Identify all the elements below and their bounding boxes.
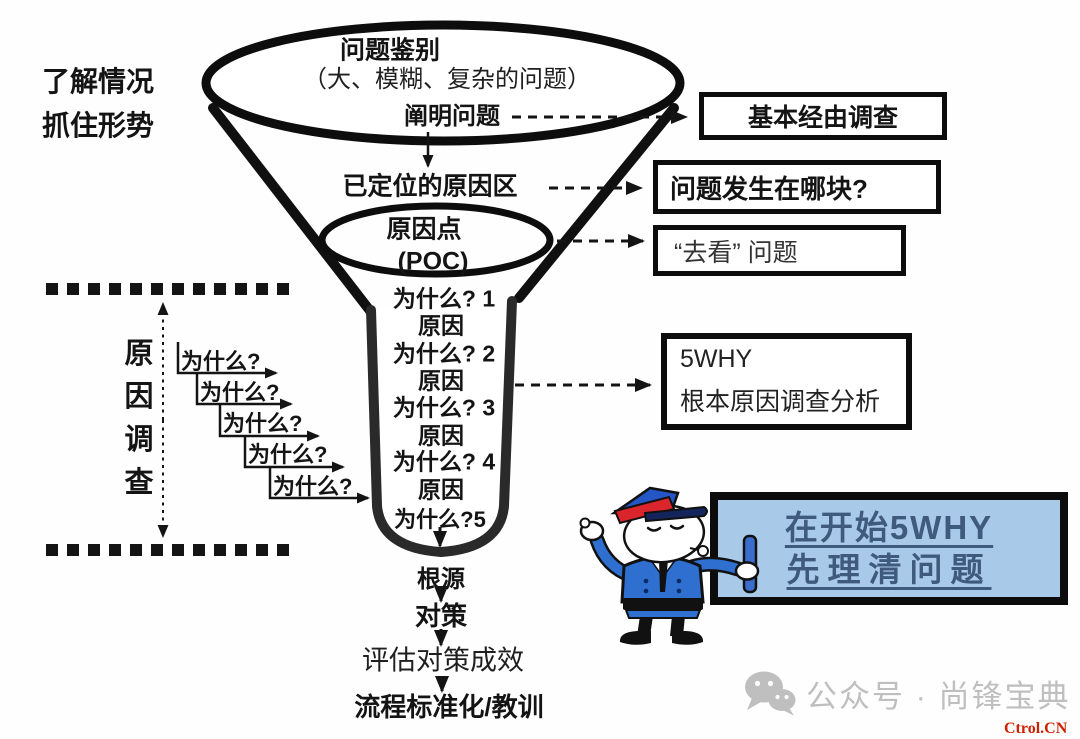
callout-label: “去看” 问题 xyxy=(674,238,798,267)
funnel-stem xyxy=(366,296,517,557)
why-chain-line: 为什么?5 xyxy=(394,507,486,532)
standardize-label: 流程标准化/教训 xyxy=(354,692,544,722)
police-sign: 在开始5WHY 先理清问题 xyxy=(710,492,1068,605)
funnel-cone-left-wall xyxy=(208,103,376,317)
wechat-icon xyxy=(745,671,796,716)
watermark-text: 公众号 · 尚锋宝典 xyxy=(806,678,1071,714)
why-ladder-label: 为什么? xyxy=(223,411,303,436)
situation-label-1: 了解情况 xyxy=(42,66,155,97)
callout-box-basic-investigation: 基本经由调查 xyxy=(699,92,947,140)
officer-right-glove xyxy=(734,561,760,581)
evaluate-label: 评估对策成效 xyxy=(362,645,524,676)
brand-link: Ctrol.CN xyxy=(1004,720,1068,737)
why-chain-line: 为什么? 4 xyxy=(392,448,496,475)
cause-investigation-char: 调 xyxy=(124,424,154,456)
clarify-problem-label: 阐明问题 xyxy=(404,103,500,130)
funnel-cone-right-wall xyxy=(514,103,679,303)
police-cap-band xyxy=(613,495,676,525)
cause-investigation-char: 因 xyxy=(124,381,154,413)
why-chain-line: 原因 xyxy=(418,476,464,503)
fivewhy-box-line2: 根本原因调查分析 xyxy=(680,388,881,416)
whistle xyxy=(697,545,709,557)
why-chain-line: 为什么? 1 xyxy=(392,285,496,312)
callout-label: 基本经由调查 xyxy=(747,104,898,132)
why-chain-line: 原因 xyxy=(418,367,464,394)
why-chain-line: 原因 xyxy=(418,312,464,339)
poc-label: 原因点 xyxy=(386,215,462,244)
fivewhy-analysis-box: 5WHY 根本原因调查分析 xyxy=(661,333,912,430)
why-chain-line: 原因 xyxy=(418,422,464,449)
fivewhy-box-line1: 5WHY xyxy=(680,345,753,373)
police-officer-illustration xyxy=(579,486,760,645)
why-ladder-steps xyxy=(176,342,370,504)
callout-box-where-problem-occurs: 问题发生在哪块? xyxy=(653,160,941,214)
funnel-title: 问题鉴别 xyxy=(339,36,441,65)
why-ladder-label: 为什么? xyxy=(248,442,328,467)
why-ladder-label: 为什么? xyxy=(273,474,353,499)
police-cap-visor xyxy=(643,505,708,523)
located-cause-area-label: 已定位的原因区 xyxy=(342,172,518,201)
cause-investigation-char: 查 xyxy=(124,467,154,499)
callout-label: 问题发生在哪块? xyxy=(670,173,868,204)
sign-line-1: 在开始5WHY xyxy=(784,509,994,546)
why-chain-line: 为什么? 3 xyxy=(392,394,496,421)
why-chain-line: 为什么? 2 xyxy=(392,340,496,367)
poc-ellipse xyxy=(318,202,554,278)
cause-investigation-vertical-label: 原 因 调 查 xyxy=(122,340,156,498)
countermeasure-label: 对策 xyxy=(414,601,468,631)
why-ladder-label: 为什么? xyxy=(200,380,280,405)
root-cause-label: 根源 xyxy=(417,566,465,593)
watermark: 公众号 · 尚锋宝典 xyxy=(744,670,1071,716)
sign-line-2: 先理清问题 xyxy=(786,551,992,588)
callout-box-go-see: “去看” 问题 xyxy=(653,225,906,276)
why-ladder-label: 为什么? xyxy=(181,349,261,374)
poc-abbr: (POC) xyxy=(397,247,469,276)
cause-investigation-char: 原 xyxy=(124,338,154,370)
situation-label-2: 抓住形势 xyxy=(42,110,155,141)
funnel-subtitle: （大、模糊、复杂的问题） xyxy=(303,66,591,93)
funnel-mouth-ellipse xyxy=(201,20,685,146)
